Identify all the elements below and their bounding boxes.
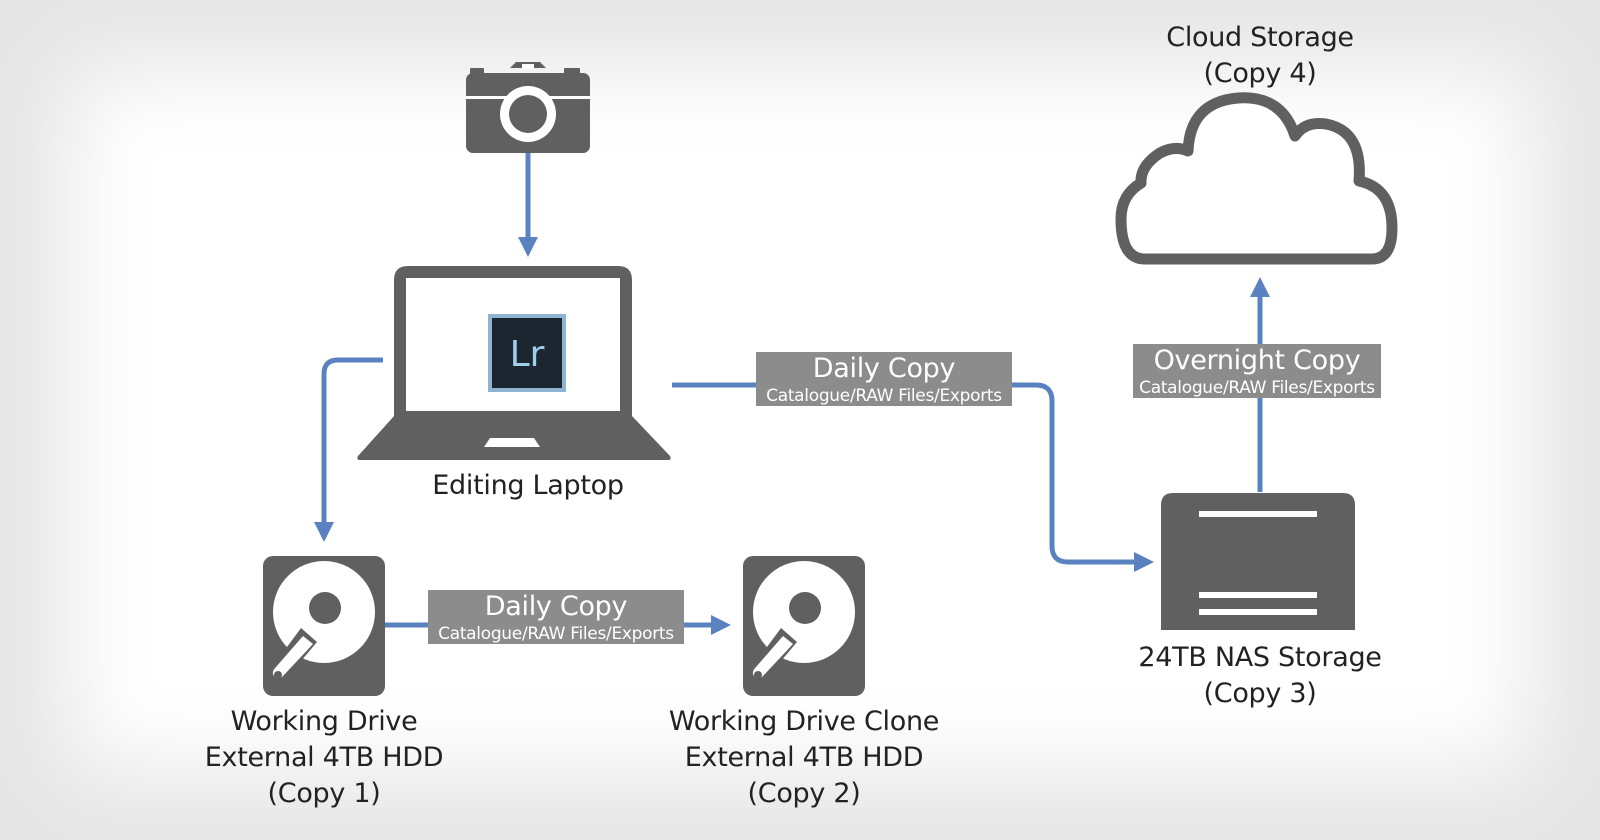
cloud-storage-label: Cloud Storage (Copy 4) xyxy=(1166,20,1354,92)
flow-subtitle: Catalogue/RAW Files/Exports xyxy=(766,386,1002,406)
flow-title: Daily Copy xyxy=(812,353,956,384)
label-line: (Copy 3) xyxy=(1203,678,1317,709)
working-drive-clone-label: Working Drive Clone External 4TB HDD (Co… xyxy=(669,704,939,812)
camera-icon xyxy=(466,62,590,153)
cloud-icon xyxy=(1115,92,1398,265)
flow-subtitle: Catalogue/RAW Files/Exports xyxy=(438,624,674,644)
working-drive-label: Working Drive External 4TB HDD (Copy 1) xyxy=(204,704,444,812)
label-line: Editing Laptop xyxy=(432,470,624,501)
flow-label-nas-to-cloud: Overnight Copy Catalogue/RAW Files/Expor… xyxy=(1133,344,1381,398)
label-line: External 4TB HDD xyxy=(684,742,924,773)
label-line: External 4TB HDD xyxy=(204,742,444,773)
hard-drive-icon xyxy=(743,556,865,696)
label-line: Cloud Storage xyxy=(1166,22,1354,53)
lightroom-badge-text: Lr xyxy=(510,334,545,375)
editing-laptop-label: Editing Laptop xyxy=(432,468,624,504)
hard-drive-icon xyxy=(263,556,385,696)
label-line: (Copy 1) xyxy=(267,778,381,809)
flow-label-drive-to-clone: Daily Copy Catalogue/RAW Files/Exports xyxy=(428,590,684,644)
label-line: (Copy 4) xyxy=(1203,58,1317,89)
flow-title: Overnight Copy xyxy=(1153,345,1361,376)
arrow-laptop-to-nas xyxy=(672,382,1154,572)
label-line: 24TB NAS Storage xyxy=(1138,642,1382,673)
flow-subtitle: Catalogue/RAW Files/Exports xyxy=(1139,378,1375,398)
label-line: Working Drive Clone xyxy=(668,706,940,737)
flow-title: Daily Copy xyxy=(484,591,628,622)
label-line: (Copy 2) xyxy=(747,778,861,809)
lightroom-app-icon: Lr xyxy=(488,314,566,392)
nas-server-icon xyxy=(1161,493,1355,630)
nas-storage-label: 24TB NAS Storage (Copy 3) xyxy=(1138,640,1381,712)
flow-label-laptop-to-nas: Daily Copy Catalogue/RAW Files/Exports xyxy=(756,352,1012,406)
label-line: Working Drive xyxy=(230,706,418,737)
arrow-laptop-to-working-drive xyxy=(314,357,383,542)
